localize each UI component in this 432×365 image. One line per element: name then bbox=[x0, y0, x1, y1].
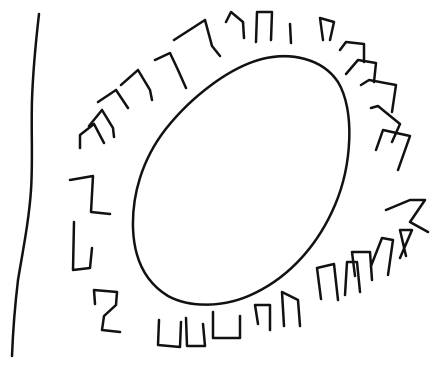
bracket-19 bbox=[158, 320, 181, 347]
bracket-20 bbox=[94, 290, 120, 332]
bracket-9 bbox=[386, 200, 428, 232]
bracket-26 bbox=[121, 70, 152, 100]
bracket-14 bbox=[317, 264, 338, 300]
bracket-25 bbox=[98, 90, 128, 108]
bracket-3 bbox=[320, 18, 334, 40]
bracket-29 bbox=[226, 12, 244, 38]
bracket-1 bbox=[256, 12, 272, 42]
bracket-11 bbox=[371, 238, 393, 275]
bracket-28 bbox=[174, 20, 220, 56]
bracket-13 bbox=[345, 262, 360, 295]
left-edge-line bbox=[12, 14, 39, 356]
bracket-23 bbox=[80, 124, 104, 148]
bracket-12 bbox=[352, 252, 372, 280]
bracket-5 bbox=[346, 60, 376, 82]
bracket-21 bbox=[73, 222, 92, 270]
bracket-4 bbox=[340, 42, 364, 62]
bracket-15 bbox=[282, 292, 300, 326]
bracket-2 bbox=[290, 24, 291, 43]
bracket-7 bbox=[371, 106, 400, 142]
bracket-17 bbox=[213, 312, 240, 338]
bracket-18 bbox=[186, 318, 205, 346]
bracket-22 bbox=[70, 176, 110, 214]
bracket-10 bbox=[400, 230, 412, 258]
bracket-8 bbox=[376, 130, 410, 170]
bracket-27 bbox=[155, 53, 186, 88]
bracket-16 bbox=[255, 305, 270, 330]
